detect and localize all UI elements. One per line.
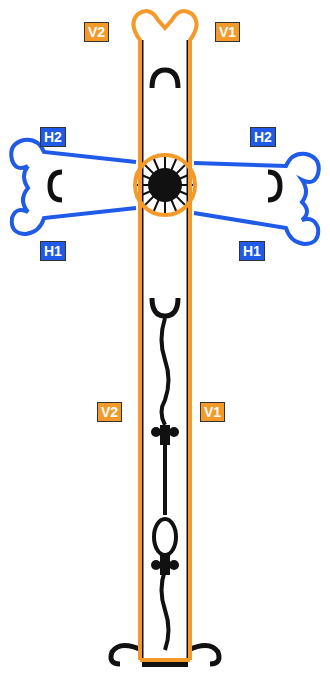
part-tag: V1 <box>215 22 240 42</box>
part-tag: H2 <box>40 127 66 147</box>
part-tag: H2 <box>250 127 276 147</box>
part-tag: V2 <box>97 402 122 422</box>
part-tag: H1 <box>40 241 66 261</box>
part-tag: H1 <box>239 241 265 261</box>
part-tag: V1 <box>200 402 225 422</box>
part-tag: V2 <box>84 22 109 42</box>
